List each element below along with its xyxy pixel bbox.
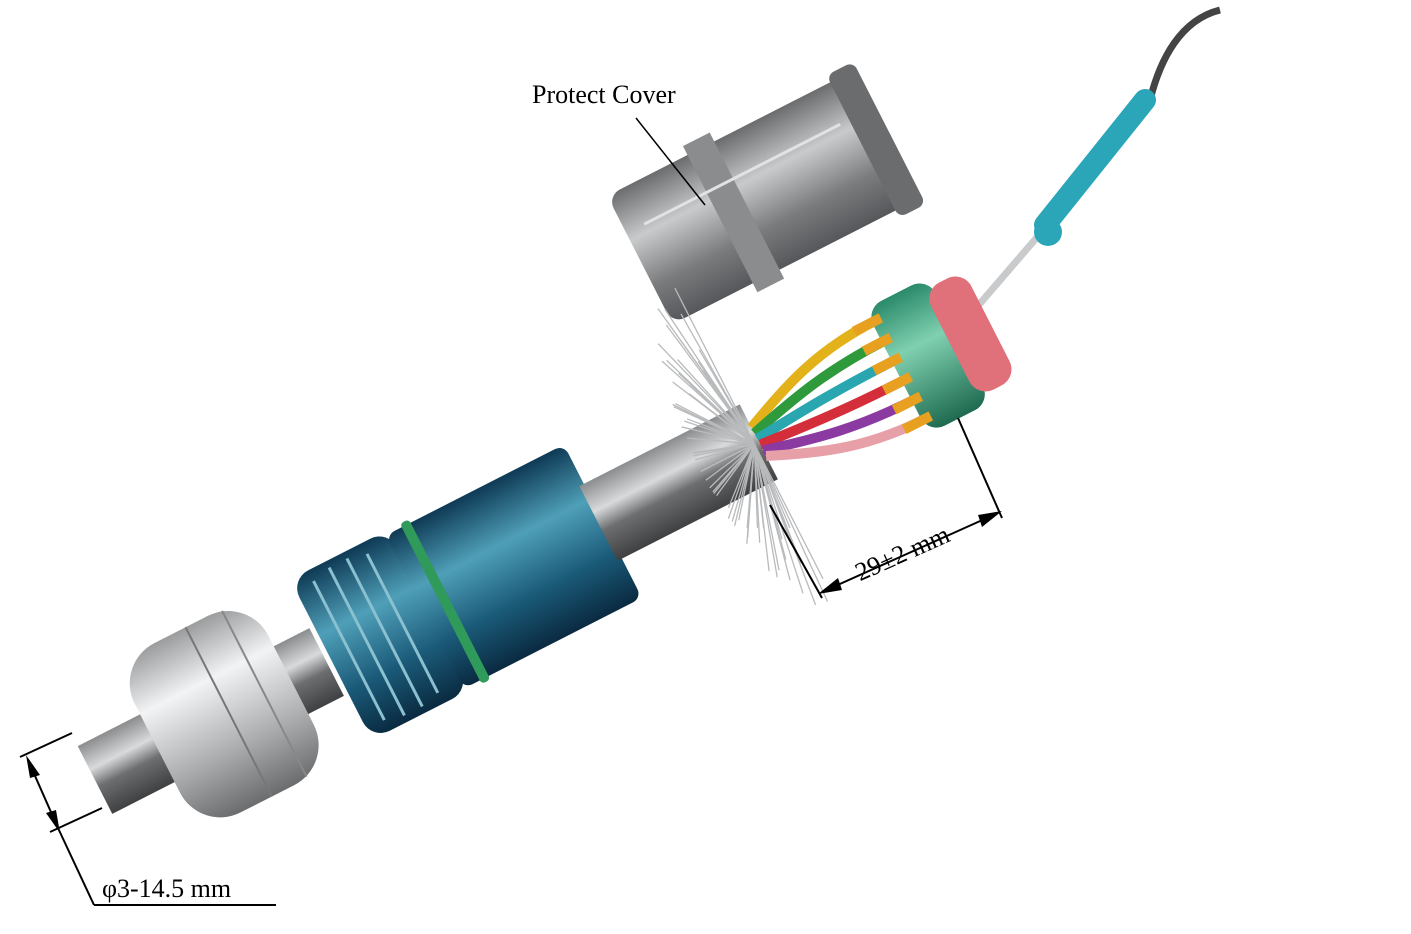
terminal-connector — [851, 276, 1012, 434]
crimp-pin — [871, 352, 904, 376]
shield-strand — [712, 443, 755, 493]
shield-strand — [738, 443, 755, 521]
shield-strand — [657, 308, 755, 445]
crimp-pin — [901, 411, 934, 434]
shield-strand — [727, 443, 755, 520]
crimp-pin — [861, 333, 894, 356]
protect-cover — [612, 64, 924, 320]
shield-strand — [709, 443, 755, 489]
shield-strand — [673, 406, 755, 445]
shield-strand — [684, 420, 755, 445]
shield-strand — [661, 360, 755, 445]
shield-strand — [746, 444, 755, 538]
grommet-clamp — [297, 536, 464, 733]
shield-strand — [677, 359, 755, 445]
shield-strand — [753, 444, 761, 543]
protect-cover-label: Protect Cover — [532, 80, 676, 109]
cable-diameter-dimension — [19, 732, 276, 906]
shield-strand — [687, 437, 755, 445]
shield-strand — [680, 313, 755, 445]
shield-strand — [681, 426, 755, 445]
probe-cable — [1146, 6, 1221, 101]
shield-strand — [705, 443, 755, 481]
shield-strand — [753, 443, 780, 571]
seal-ring — [401, 520, 490, 683]
cable-diameter-label: φ3-14.5 mm — [102, 874, 232, 903]
shield-strand — [753, 443, 791, 581]
compression-nut — [129, 610, 319, 818]
shield-strand — [731, 443, 755, 522]
shield-strand — [753, 443, 829, 602]
shield-strand — [753, 443, 824, 580]
crimp-pin — [891, 391, 924, 415]
protect-cover-leader-line — [635, 117, 706, 206]
crimp-pin — [851, 313, 884, 336]
shield-strand — [688, 393, 755, 445]
shield-strand — [695, 443, 755, 461]
shield-strand — [753, 443, 793, 545]
shield-strand — [700, 443, 755, 472]
strip-length-dimension — [769, 417, 1003, 599]
shield-strand — [716, 443, 755, 497]
shield-strand — [753, 443, 770, 572]
shield-strand — [674, 287, 755, 445]
crimp-pin — [881, 372, 914, 395]
shield-strand — [693, 443, 755, 455]
cable-jacket — [579, 404, 778, 561]
connector-body — [389, 448, 639, 686]
